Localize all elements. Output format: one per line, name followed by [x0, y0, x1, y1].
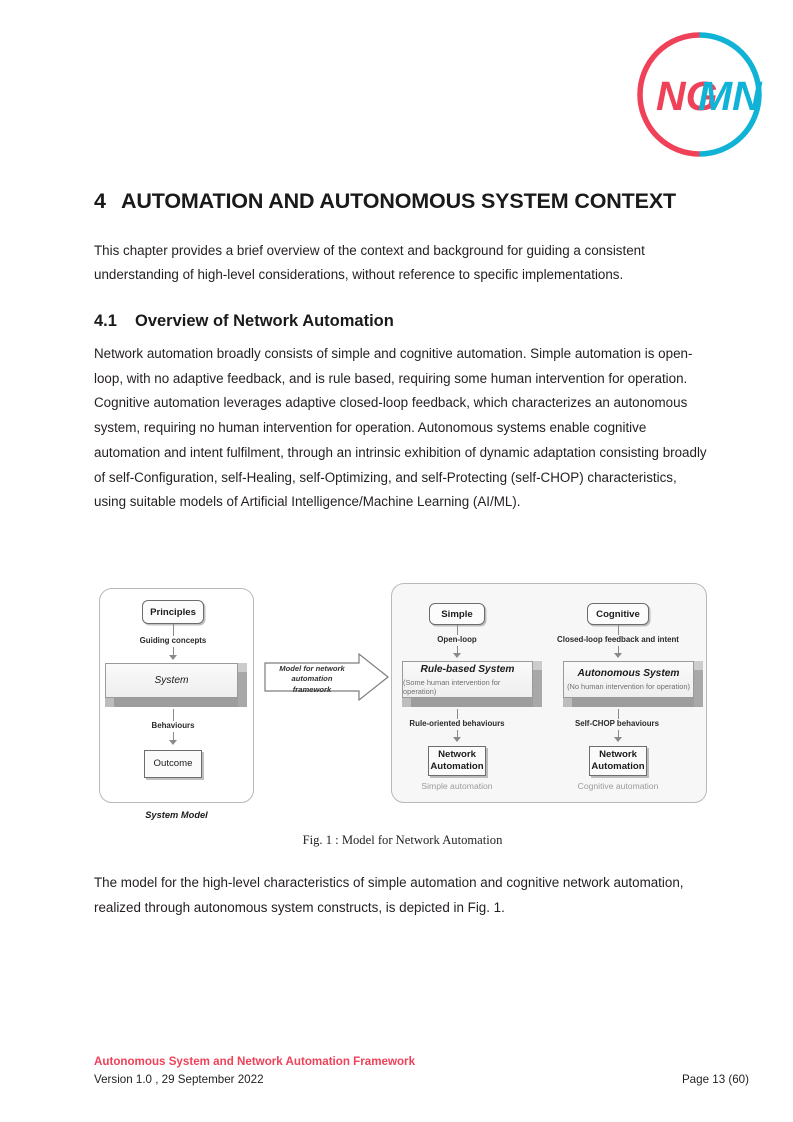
document-body: 4 AUTOMATION AND AUTONOMOUS SYSTEM CONTE…	[94, 186, 711, 527]
closing-paragraph: The model for the high-level characteris…	[94, 875, 684, 915]
slab-side	[694, 670, 703, 707]
footer-page-number: Page 13 (60)	[681, 1073, 749, 1086]
arrowhead-self-chop	[614, 737, 622, 742]
connector-rulebased-network	[456, 709, 458, 719]
model-framework-arrow-label: Model for network automation framework	[267, 664, 357, 695]
rule-based-system-subtitle: (Some human intervention for operation)	[403, 677, 501, 696]
node-principles-label: Principles	[150, 606, 196, 618]
slab-side	[533, 670, 542, 707]
connector-system-outcome	[172, 709, 174, 721]
network-automation-diagram: Principles Guiding concepts System Behav…	[94, 578, 711, 830]
node-system: System	[105, 663, 247, 707]
na-line1: Network	[599, 749, 637, 761]
node-outcome: Outcome	[144, 750, 202, 778]
system-model-caption: System Model	[145, 810, 208, 820]
node-cognitive: Cognitive	[587, 603, 649, 625]
autonomous-system-title: Autonomous System	[577, 668, 680, 679]
section-number: 4.1	[94, 311, 117, 330]
slab-corner-bl	[402, 698, 411, 707]
model-framework-arrow	[264, 652, 389, 702]
edge-label-guiding-concepts: Guiding concepts	[139, 636, 207, 645]
ngmn-logo: NG MN	[632, 27, 767, 162]
network-automation-simple-label: Network Automation	[430, 749, 483, 772]
page-footer: Autonomous System and Network Automation…	[94, 1055, 749, 1086]
node-network-automation-cognitive: Network Automation	[589, 746, 647, 776]
arrowhead-guiding-concepts	[169, 655, 177, 660]
connector-simple-rulebased-2	[456, 646, 458, 653]
caption-simple-automation: Simple automation	[421, 781, 493, 791]
section-paragraph: Network automation broadly consists of s…	[94, 346, 707, 510]
arrow-label-line1: Model for network automation	[279, 664, 345, 684]
connector-simple-rulebased	[456, 625, 458, 635]
edge-label-self-chop-behaviours: Self-CHOP behaviours	[574, 719, 660, 728]
node-system-label: System	[154, 675, 189, 686]
slab-face: Rule-based System (Some human interventi…	[402, 661, 533, 698]
closing-paragraph-wrap: The model for the high-level characteris…	[94, 871, 711, 932]
node-principles: Principles	[142, 600, 204, 624]
node-autonomous-system: Autonomous System (No human intervention…	[563, 661, 703, 707]
slab-bottom	[114, 698, 238, 707]
na-line1: Network	[438, 749, 476, 761]
slab-corner-bl	[563, 698, 572, 707]
slab-side	[238, 672, 247, 707]
arrowhead-open-loop	[453, 653, 461, 658]
slab-face: Autonomous System (No human intervention…	[563, 661, 694, 698]
node-rule-based-system: Rule-based System (Some human interventi…	[402, 661, 542, 707]
node-simple: Simple	[429, 603, 485, 625]
node-cognitive-label: Cognitive	[596, 608, 640, 620]
chapter-title-text: AUTOMATION AND AUTONOMOUS SYSTEM CONTEXT	[121, 189, 676, 213]
edge-label-behaviours: Behaviours	[151, 721, 195, 730]
connector-principles-system	[172, 624, 174, 636]
connector-autonomous-network-2	[617, 730, 619, 737]
arrowhead-closed-loop	[614, 653, 622, 658]
figure-caption: Fig. 1 : Model for Network Automation	[302, 833, 503, 847]
node-simple-label: Simple	[441, 608, 473, 620]
autonomous-system-subtitle: (No human intervention for operation)	[567, 682, 690, 691]
network-automation-cognitive-label: Network Automation	[591, 749, 644, 772]
connector-system-outcome-2	[172, 732, 174, 740]
ngmn-logo-svg: NG MN	[637, 32, 763, 157]
connector-cognitive-autonomous	[617, 625, 619, 635]
block-arrow-svg	[264, 652, 389, 702]
footer-meta-row: Version 1.0 , 29 September 2022 Page 13 …	[94, 1073, 749, 1086]
edge-label-closed-loop: Closed-loop feedback and intent	[557, 635, 679, 644]
chapter-number: 4	[94, 189, 106, 213]
logo-text-ng: NG	[656, 73, 718, 119]
chapter-intro-paragraph: This chapter provides a brief overview o…	[94, 242, 645, 283]
figure-block: Principles Guiding concepts System Behav…	[94, 578, 711, 847]
slab-corner-tr	[238, 663, 247, 672]
na-line2: Automation	[430, 761, 484, 772]
node-outcome-label: Outcome	[153, 758, 193, 770]
slab-corner-tr	[533, 661, 542, 670]
section-title-text: Overview of Network Automation	[135, 311, 394, 330]
caption-cognitive-automation: Cognitive automation	[577, 781, 659, 791]
connector-rulebased-network-2	[456, 730, 458, 737]
slab-corner-tr	[694, 661, 703, 670]
logo-text-mn: MN	[698, 73, 763, 119]
section-heading: 4.1 Overview of Network Automation	[94, 310, 711, 333]
rule-based-system-title: Rule-based System	[420, 663, 515, 675]
arrowhead-behaviours	[169, 740, 177, 745]
slab-corner-bl	[105, 698, 114, 707]
slab-bottom	[411, 698, 533, 707]
connector-autonomous-network	[617, 709, 619, 719]
slab-face: System	[105, 663, 238, 698]
arrow-label-line2: framework	[292, 684, 332, 694]
node-network-automation-simple: Network Automation	[428, 746, 486, 776]
connector-cognitive-autonomous-2	[617, 646, 619, 653]
connector-principles-system-2	[172, 647, 174, 655]
footer-version: Version 1.0 , 29 September 2022	[94, 1073, 264, 1086]
slab-bottom	[572, 698, 694, 707]
edge-label-open-loop: Open-loop	[437, 635, 477, 644]
na-line2: Automation	[591, 761, 645, 772]
edge-label-rule-oriented-behaviours: Rule-oriented behaviours	[409, 719, 505, 728]
footer-document-title: Autonomous System and Network Automation…	[94, 1055, 416, 1068]
arrowhead-rule-oriented	[453, 737, 461, 742]
page-title: 4 AUTOMATION AND AUTONOMOUS SYSTEM CONTE…	[94, 186, 711, 217]
